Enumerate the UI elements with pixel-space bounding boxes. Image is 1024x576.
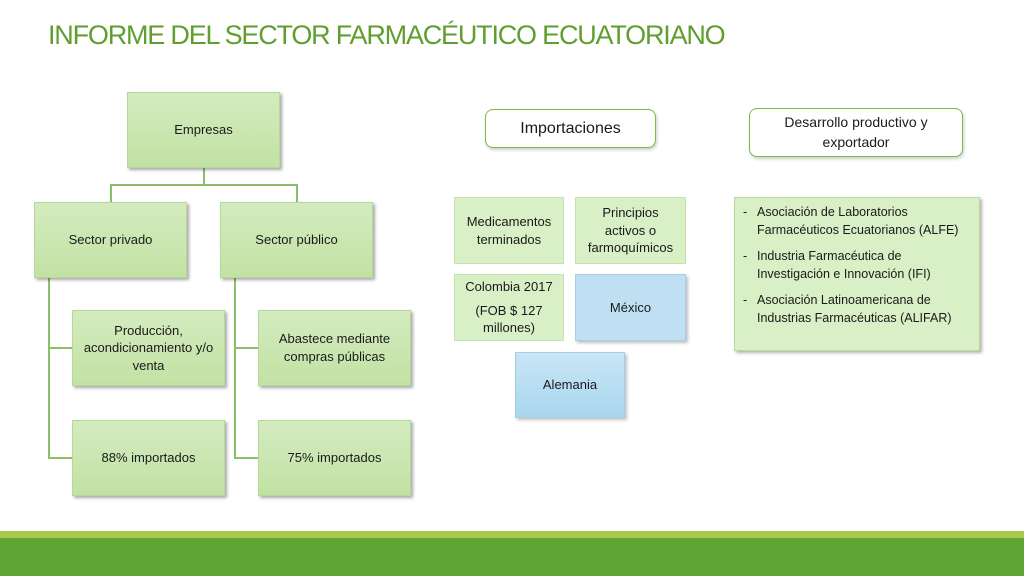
node-sector-privado: Sector privado <box>34 202 187 278</box>
list-item-text: Industria Farmacéutica de Investigación … <box>757 249 931 281</box>
node-sector-publico: Sector público <box>220 202 373 278</box>
imports-colombia-line2: (FOB $ 127 millones) <box>475 302 543 336</box>
list-item: - Asociación de Laboratorios Farmacéutic… <box>743 204 971 239</box>
connector-private-down <box>110 184 112 202</box>
imports-colombia: Colombia 2017 (FOB $ 127 millones) <box>454 274 564 341</box>
development-list: - Asociación de Laboratorios Farmacéutic… <box>734 197 980 351</box>
connector-public-down <box>296 184 298 202</box>
node-sector-publico-label: Sector público <box>255 232 338 248</box>
list-item: - Asociación Latinoamericana de Industri… <box>743 292 971 327</box>
connector-horizontal <box>110 184 297 186</box>
imports-medicamentos-label: Medicamentos terminados <box>466 213 552 247</box>
node-empresas: Empresas <box>127 92 280 168</box>
list-bullet: - <box>743 249 748 263</box>
node-privado-importados: 88% importados <box>72 420 225 496</box>
node-abastece: Abastece mediante compras públicas <box>258 310 411 386</box>
list-item-text: Asociación de Laboratorios Farmacéuticos… <box>757 205 959 237</box>
imports-heading-box: Importaciones <box>485 109 656 148</box>
imports-medicamentos: Medicamentos terminados <box>454 197 564 264</box>
node-publico-importados: 75% importados <box>258 420 411 496</box>
footer-bar <box>0 538 1024 576</box>
imports-principios: Principios activos o farmoquímicos <box>575 197 686 264</box>
node-publico-importados-label: 75% importados <box>287 450 382 466</box>
page-title: INFORME DEL SECTOR FARMACÉUTICO ECUATORI… <box>48 20 726 50</box>
development-heading: Desarrollo productivo y exportador <box>784 113 928 150</box>
node-empresas-label: Empresas <box>174 122 233 138</box>
connector-public-child2 <box>234 457 258 459</box>
node-produccion: Producción, acondicionamiento y/o venta <box>72 310 225 386</box>
imports-alemania-label: Alemania <box>542 377 598 393</box>
node-produccion-label: Producción, acondicionamiento y/o venta <box>83 322 214 373</box>
imports-heading: Importaciones <box>520 119 621 137</box>
node-abastece-label: Abastece mediante compras públicas <box>278 331 391 364</box>
list-item-text: Asociación Latinoamericana de Industrias… <box>757 293 952 325</box>
imports-principios-label: Principios activos o farmoquímicos <box>587 205 674 256</box>
node-sector-privado-label: Sector privado <box>68 232 153 248</box>
footer-accent-bar <box>0 531 1024 538</box>
connector-private-child2 <box>48 457 72 459</box>
imports-colombia-line1: Colombia 2017 <box>465 279 553 295</box>
imports-mexico-label: México <box>609 299 652 315</box>
connector-root-down <box>203 168 205 185</box>
connector-private-child1 <box>48 347 72 349</box>
imports-alemania: Alemania <box>515 352 625 418</box>
imports-mexico: México <box>575 274 686 341</box>
connector-public-vertical <box>234 278 236 458</box>
connector-public-child1 <box>234 347 258 349</box>
list-bullet: - <box>743 293 748 307</box>
connector-private-vertical <box>48 278 50 458</box>
list-item: - Industria Farmacéutica de Investigació… <box>743 248 971 283</box>
node-privado-importados-label: 88% importados <box>101 450 196 466</box>
list-bullet: - <box>743 205 748 219</box>
development-heading-box: Desarrollo productivo y exportador <box>749 108 963 157</box>
